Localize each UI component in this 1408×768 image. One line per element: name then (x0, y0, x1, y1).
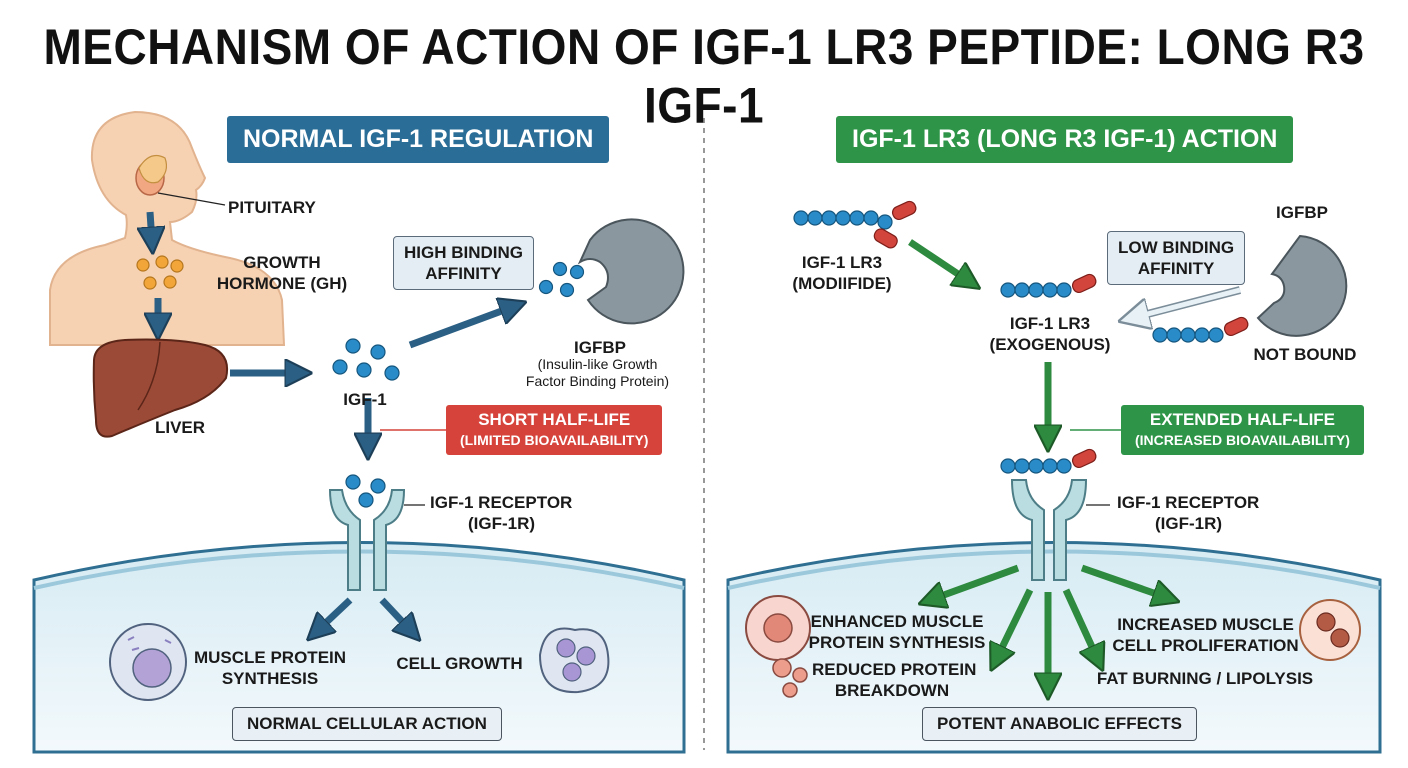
pituitary-label: PITUITARY (228, 198, 316, 217)
igf1-lr3-exogenous-label: IGF-1 LR3 (EXOGENOUS) (985, 313, 1115, 355)
high-binding-line-1: HIGH BINDING (404, 243, 523, 262)
extended-half-life-line-1: EXTENDED HALF-LIFE (1149, 410, 1336, 429)
reduced-line-2: BREAKDOWN (834, 681, 950, 700)
igf1-receptor-right (1010, 479, 1110, 581)
increased-line-2: CELL PROLIFERATION (1112, 636, 1299, 655)
mps-line-2: SYNTHESIS (221, 669, 319, 688)
growth-hormone-molecules (136, 255, 184, 290)
muscle-cell-right (745, 595, 811, 661)
igfbp-protein-left (538, 218, 685, 325)
extended-half-life-badge: EXTENDED HALF-LIFE (INCREASED BIOAVAILAB… (1121, 405, 1364, 455)
gh-line-2: HORMONE (GH) (216, 274, 348, 293)
exo-line-2: (EXOGENOUS) (989, 335, 1111, 354)
modified-line-2: (MODIIFIDE) (792, 274, 892, 293)
extended-half-life-line-2: (INCREASED BIOAVAILABILITY) (1135, 432, 1350, 448)
low-binding-line-1: LOW BINDING (1118, 238, 1235, 257)
igf1-label: IGF-1 (343, 390, 387, 409)
muscle-cell-left (109, 623, 187, 701)
right-cell-membrane (726, 541, 1382, 754)
igfbp-desc-line-2: Factor Binding Protein) (525, 373, 670, 389)
gh-line-1: GROWTH (243, 253, 321, 272)
muscle-protein-synthesis-label: MUSCLE PROTEIN SYNTHESIS (190, 647, 350, 689)
enhanced-line-2: PROTEIN SYNTHESIS (808, 633, 986, 652)
low-binding-line-2: AFFINITY (1137, 259, 1215, 278)
mps-line-1: MUSCLE PROTEIN (193, 648, 347, 667)
page-title: MECHANISM OF ACTION OF IGF-1 LR3 PEPTIDE… (43, 18, 1365, 134)
enhanced-muscle-protein-synthesis-label: ENHANCED MUSCLE PROTEIN SYNTHESIS (808, 611, 986, 653)
igfbp-label-left: IGFBP (574, 338, 626, 357)
reduced-protein-breakdown-label: REDUCED PROTEIN BREAKDOWN (812, 659, 977, 701)
igf1-receptor-label-right: IGF-1 RECEPTOR (IGF-1R) (1117, 492, 1259, 534)
growth-hormone-label: GROWTH HORMONE (GH) (212, 252, 352, 294)
liver-illustration (92, 338, 228, 438)
normal-cellular-action-box: NORMAL CELLULAR ACTION (232, 707, 502, 741)
liver-label: LIVER (154, 418, 206, 437)
receptor-right-line-2: (IGF-1R) (1155, 514, 1223, 533)
increased-line-1: INCREASED MUSCLE (1117, 615, 1294, 634)
increased-muscle-cell-proliferation-label: INCREASED MUSCLE CELL PROLIFERATION (1108, 614, 1303, 656)
right-panel-header: IGF-1 LR3 (LONG R3 IGF-1) ACTION (836, 116, 1294, 163)
igfbp-description: (Insulin-like Growth Factor Binding Prot… (505, 356, 690, 390)
igf1-receptor-label-left: IGF-1 RECEPTOR (IGF-1R) (430, 492, 572, 534)
igf1-lr3-modified-label: IGF-1 LR3 (MODIIFIDE) (782, 252, 902, 294)
igf1-lr3-peptide-modified (793, 200, 917, 249)
fat-burning-lipolysis-label: FAT BURNING / LIPOLYSIS (1096, 669, 1314, 688)
enhanced-line-1: ENHANCED MUSCLE (810, 612, 984, 631)
receptor-right-line-1: IGF-1 RECEPTOR (1117, 493, 1260, 512)
potent-anabolic-effects-box: POTENT ANABOLIC EFFECTS (922, 707, 1197, 741)
short-half-life-line-1: SHORT HALF-LIFE (478, 410, 631, 429)
igfbp-label-right: IGFBP (1276, 203, 1328, 222)
protein-fragments-icon (772, 658, 808, 698)
short-half-life-line-2: (LIMITED BIOAVAILABILITY) (460, 432, 649, 448)
igf1-lr3-peptide-not-bound (1152, 316, 1249, 343)
igf1-molecules (332, 338, 400, 381)
igf1-lr3-peptide-exogenous (1000, 273, 1097, 298)
proliferating-cell-right (1299, 599, 1361, 661)
not-bound-label: NOT BOUND (1253, 345, 1357, 364)
growing-cell-left (538, 627, 610, 694)
human-silhouette (49, 110, 286, 346)
short-half-life-badge: SHORT HALF-LIFE (LIMITED BIOAVAILABILITY… (446, 405, 663, 455)
low-binding-affinity-box: LOW BINDING AFFINITY (1107, 231, 1246, 285)
igf1-receptor-left (328, 489, 425, 591)
exo-line-1: IGF-1 LR3 (1009, 314, 1091, 333)
left-panel-header: NORMAL IGF-1 REGULATION (227, 116, 610, 163)
high-binding-line-2: AFFINITY (425, 264, 502, 283)
modified-line-1: IGF-1 LR3 (801, 253, 883, 272)
cell-growth-label: CELL GROWTH (396, 654, 523, 673)
receptor-left-line-2: (IGF-1R) (468, 514, 536, 533)
igfbp-protein-right (1256, 234, 1348, 337)
left-cell-membrane (32, 541, 686, 754)
high-binding-affinity-box: HIGH BINDING AFFINITY (393, 236, 534, 290)
igfbp-desc-line-1: (Insulin-like Growth (537, 356, 658, 372)
receptor-left-line-1: IGF-1 RECEPTOR (430, 493, 573, 512)
reduced-line-1: REDUCED PROTEIN (812, 660, 977, 679)
